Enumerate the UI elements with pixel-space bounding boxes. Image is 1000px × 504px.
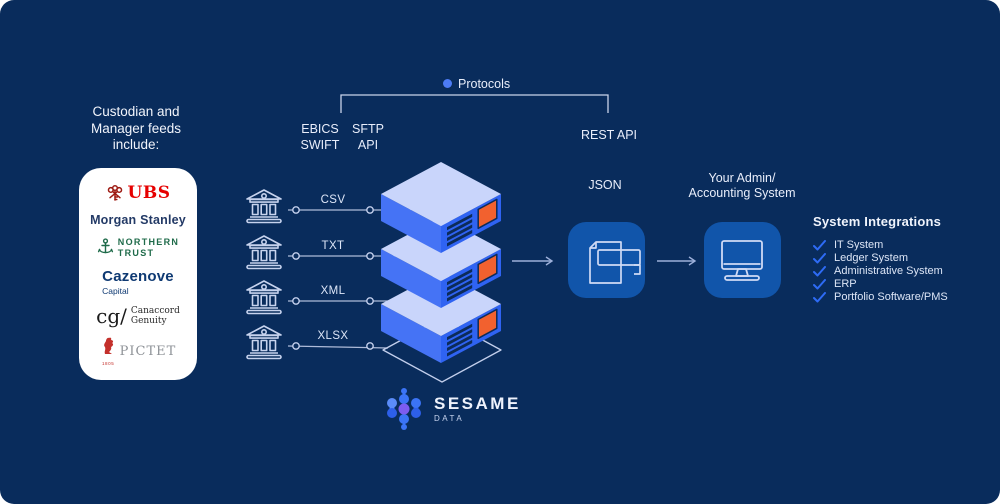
pictet-logo: 1805 PICTET xyxy=(100,336,177,366)
integration-item: Portfolio Software/PMS xyxy=(813,291,948,303)
cazenove-logo: Cazenove Capital xyxy=(102,268,174,296)
feed-format-label: CSV xyxy=(320,194,346,206)
cg-mark: cg/ xyxy=(96,304,127,328)
check-icon xyxy=(813,265,826,277)
json-label: JSON xyxy=(588,178,622,192)
integration-item: Ledger System xyxy=(813,252,948,264)
bank-icon xyxy=(246,325,282,360)
rest-api-label: REST API xyxy=(580,128,638,142)
morgan-stanley-logo: Morgan Stanley xyxy=(90,213,186,227)
check-icon xyxy=(813,252,826,264)
admin-system-box xyxy=(704,222,781,298)
protocols-dot xyxy=(443,79,452,88)
northern-trust-logo: NORTHERN TRUST xyxy=(97,237,179,258)
feed-format-label: TXT xyxy=(321,240,345,252)
integration-item: ERP xyxy=(813,278,948,290)
anchor-icon xyxy=(97,238,113,254)
sftp-api-label: SFTP API xyxy=(352,122,384,152)
ubs-keys-icon xyxy=(107,184,122,201)
feed-line-nodes xyxy=(292,206,374,350)
protocols-bracket xyxy=(340,94,609,113)
bank-icon xyxy=(246,280,282,315)
check-icon xyxy=(813,291,826,303)
ubs-logo: UBS xyxy=(106,183,171,203)
document-icon xyxy=(589,241,641,284)
json-box xyxy=(568,222,645,298)
integration-item: IT System xyxy=(813,239,948,251)
monitor-icon xyxy=(721,240,763,281)
intro-text: Custodian and Manager feeds include: xyxy=(90,104,182,152)
server-stack xyxy=(380,161,502,364)
northern-trust-wordmark: NORTHERN TRUST xyxy=(117,237,180,258)
custodian-logo-card: UBS Morgan Stanley NORTHERN TRUST Cazeno… xyxy=(79,168,197,380)
protocols-label: Protocols xyxy=(458,77,511,91)
sesame-dots-icon xyxy=(387,388,421,430)
integrations-list: IT System Ledger System Administrative S… xyxy=(813,239,948,303)
check-icon xyxy=(813,278,826,290)
sesame-data-logo: SESAME DATA xyxy=(381,386,521,432)
admin-system-label: Your Admin/ Accounting System xyxy=(688,171,796,200)
bank-icon xyxy=(246,189,282,224)
pictet-lion-icon: 1805 xyxy=(100,336,117,366)
ebics-swift-label: EBICS SWIFT xyxy=(300,122,340,152)
ubs-wordmark: UBS xyxy=(127,183,171,203)
integration-item: Administrative System xyxy=(813,265,948,277)
integrations-title: System Integrations xyxy=(813,214,942,229)
canaccord-genuity-logo: cg/ Canaccord Genuity xyxy=(96,306,180,326)
sesame-wordmark: SESAME DATA xyxy=(434,394,521,423)
flow-arrow xyxy=(512,256,554,266)
feed-format-label: XML xyxy=(320,285,346,297)
check-icon xyxy=(813,239,826,251)
bank-icon xyxy=(246,235,282,270)
feed-format-label: XLSX xyxy=(317,330,349,342)
canaccord-wordmark: Canaccord Genuity xyxy=(130,306,180,326)
flow-arrow xyxy=(657,256,697,266)
